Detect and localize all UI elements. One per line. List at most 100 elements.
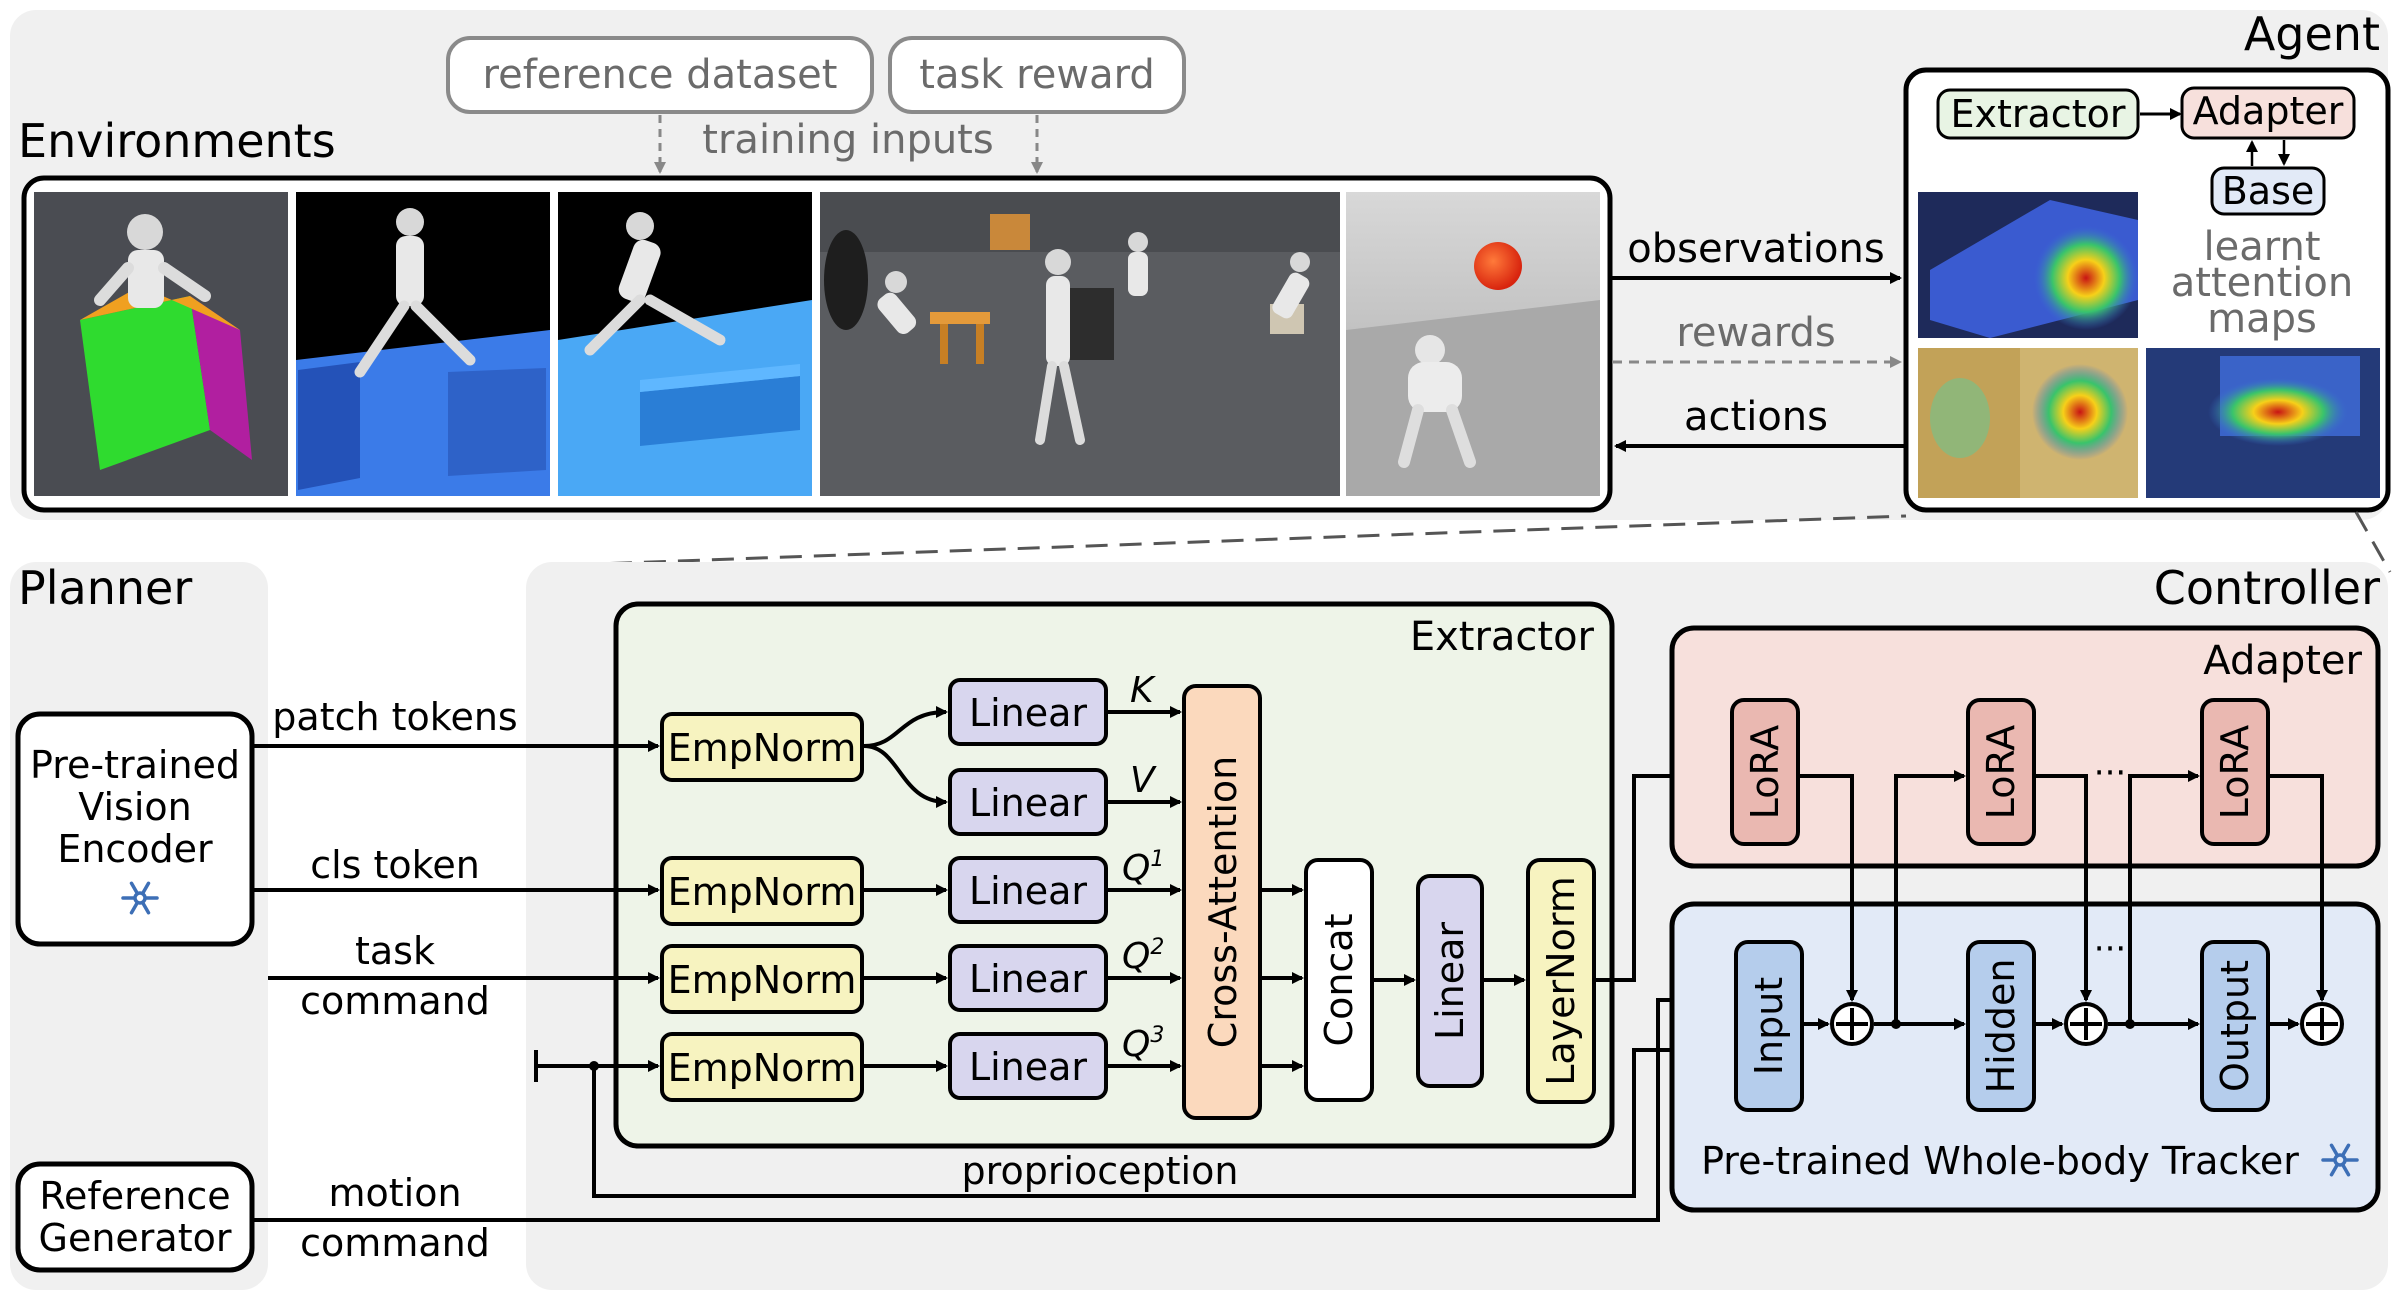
tracker-input-label: Input [1747,977,1791,1075]
task-reward-box [888,36,1186,114]
env-image-stepping-stones [296,192,550,496]
sum-node-2 [2064,1002,2108,1046]
task-command-line2: command [300,979,490,1023]
empnorm-cls-label: EmpNorm [668,870,857,914]
agent-adapter-box [2180,86,2356,140]
observations-label: observations [1627,226,1884,272]
cross-attention-block [1182,684,1262,1120]
attention-caption-line3: maps [2207,296,2317,342]
junction2-to-lora3-arrow [2128,770,2200,1024]
cls-token-label: cls token [310,843,480,887]
linear-v-label: Linear [969,781,1087,825]
linear-out-block [1416,874,1484,1088]
agent-extractor-label: Extractor [1951,92,2126,136]
tracker-output-block [2200,940,2270,1112]
empnorm-cls [660,856,864,926]
sum-node-3 [2300,1002,2344,1046]
v-label: V [1130,760,1157,801]
linear-v [948,768,1108,836]
env-image-multi-task [820,192,1340,496]
training-inputs-label: training inputs [702,117,993,163]
vision-encoder-line3: Encoder [57,827,213,871]
agent-title: Agent [2244,7,2380,61]
tracker-title: Pre-trained Whole-body Tracker [1701,1139,2299,1183]
lora-label-1: LoRA [1743,725,1787,820]
q3-label: Q3 [1122,1023,1164,1065]
reference-generator-line2: Generator [39,1216,232,1260]
tracker-hidden-block [1966,940,2036,1112]
sum-node-1 [1830,1002,1874,1046]
vision-encoder-box [15,711,255,947]
adapter-title: Adapter [2203,638,2362,684]
vision-encoder-line2: Vision [78,785,191,829]
proprioception-to-tracker-arrow [592,1044,1734,1198]
snowflake-icon [121,881,159,915]
motion-command-line1: motion [328,1171,461,1215]
empnorm-task [660,944,864,1014]
tracker-output-label: Output [2213,960,2257,1092]
lora-block-3 [2200,698,2270,846]
tracker-input-block [1734,940,1804,1112]
reference-dataset-box [446,36,874,114]
reference-generator-line1: Reference [39,1174,230,1218]
concat-block [1304,858,1374,1102]
empnorm-task-label: EmpNorm [668,958,857,1002]
linear-q2 [948,944,1108,1012]
tracker-ellipsis: ··· [2094,929,2126,969]
empnorm-patch-label: EmpNorm [668,726,857,770]
agent-extractor-box [1936,88,2140,140]
actions-label: actions [1684,394,1828,440]
lora1-to-sum1-arrow [1800,774,1858,1002]
agent-adapter-label: Adapter [2193,89,2344,133]
attention-map-3 [2146,348,2380,498]
linear-q2-label: Linear [969,957,1087,1001]
agent-base-label: Base [2222,169,2315,213]
lora-block-2 [1966,698,2036,846]
zoom-line-right [2354,511,2392,573]
planner-title: Planner [18,561,192,615]
attention-caption: learnt attention maps [2171,224,2353,342]
patch-to-k-arrow [863,706,948,748]
rewards-label: rewards [1676,310,1835,356]
patch-tokens-label: patch tokens [272,695,517,739]
attention-caption-line1: learnt [2203,224,2320,270]
linear-q3-label: Linear [969,1045,1087,1089]
layernorm-block [1526,858,1596,1104]
lora2-to-sum2-arrow [2036,774,2092,1002]
lora-label-3: LoRA [2213,725,2257,820]
environments-title: Environments [18,114,336,168]
linear-q1 [948,856,1108,924]
linear-q1-label: Linear [969,869,1087,913]
vision-encoder-line1: Pre-trained [30,743,240,787]
patch-to-v-arrow [863,744,948,808]
k-label: K [1130,670,1156,711]
linear-k-label: Linear [969,691,1087,735]
reference-generator-box [15,1161,255,1273]
q1-label: Q1 [1122,847,1164,889]
tracker-hidden-label: Hidden [1979,959,2023,1094]
task-command-line1: task [355,929,435,973]
layernorm-label: LayerNorm [1539,876,1583,1086]
env-image-ball [1346,192,1600,496]
concat-label: Concat [1317,914,1361,1047]
task-reward-label: task reward [919,52,1154,98]
empnorm-proprio-label: EmpNorm [668,1046,857,1090]
lora-label-2: LoRA [1979,725,2023,820]
empnorm-proprio [660,1032,864,1102]
attention-caption-line2: attention [2171,260,2353,306]
q2-label: Q2 [1122,935,1164,977]
motion-command-line2: command [300,1221,490,1265]
linear-k [948,678,1108,746]
attention-map-1 [1918,192,2138,338]
adapter-ellipsis: ··· [2094,753,2126,793]
snowflake-icon [2321,1143,2359,1177]
env-image-jump-platform [558,192,812,496]
agent-base-box [2210,166,2326,216]
cross-attention-label: Cross-Attention [1201,756,1245,1048]
env-image-box-carry [34,192,288,496]
lora-block-1 [1730,698,1800,846]
linear-q3 [948,1032,1108,1100]
controller-title: Controller [2154,561,2380,615]
junction1-to-lora2-arrow [1894,770,1966,1024]
